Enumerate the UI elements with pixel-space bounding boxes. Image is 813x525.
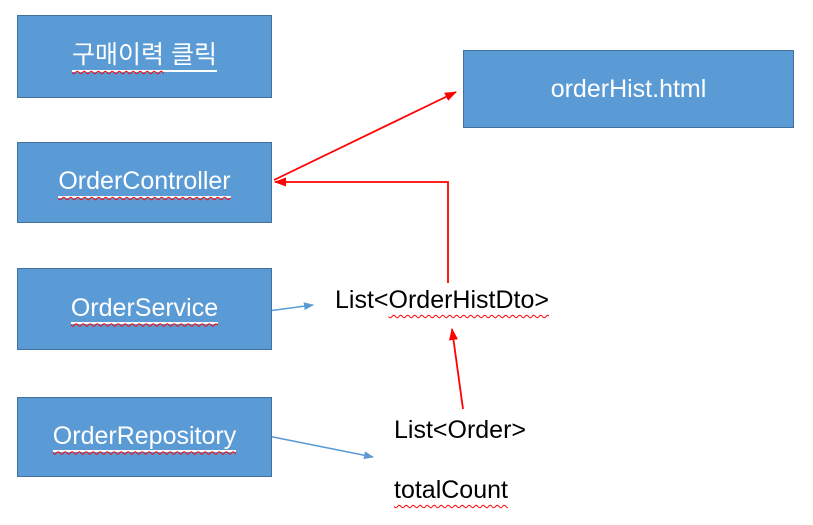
text-list-orderhistdto: List<OrderHistDto> <box>335 285 549 315</box>
flow-box-order-service: OrderService <box>17 268 272 350</box>
box-label-wavy-part: OrderController <box>58 167 231 196</box>
arrow-listorder-to-listdto <box>449 328 464 410</box>
flow-box-purchase-history-click: 구매이력 클릭 <box>17 15 272 98</box>
box-label-orderhist-html: orderHist.html <box>550 74 707 103</box>
flow-box-order-repository: OrderRepository <box>17 397 272 477</box>
arrow-service-to-listdto <box>267 302 314 312</box>
arrow-controller-to-orderhist <box>273 91 457 181</box>
box-label-order-service: OrderService <box>70 293 219 325</box>
box-label-wavy-part: 구매이력 <box>72 41 165 70</box>
box-label-order-controller: OrderController <box>58 167 231 198</box>
text-totalcount: totalCount <box>394 475 508 505</box>
box-label-rest-part: 클릭 <box>164 41 217 70</box>
flow-box-order-controller: OrderController <box>17 142 272 223</box>
text-list-order: List<Order> <box>394 416 527 444</box>
text-wavy-part: OrderHistDto> <box>388 286 549 314</box>
arrow-repository-to-results <box>267 435 374 460</box>
text-plain-part: List< <box>335 286 389 314</box>
box-label-wavy-part: OrderRepository <box>52 421 237 450</box>
box-label-purchase-history-click: 구매이력 클릭 <box>72 41 217 72</box>
flow-box-orderhist-html: orderHist.html <box>463 50 794 128</box>
box-label-order-repository: OrderRepository <box>52 421 237 453</box>
arrow-listdto-to-controller <box>274 177 449 283</box>
text-wavy-part: totalCount <box>394 476 508 504</box>
box-label-wavy-part: OrderService <box>70 293 219 322</box>
